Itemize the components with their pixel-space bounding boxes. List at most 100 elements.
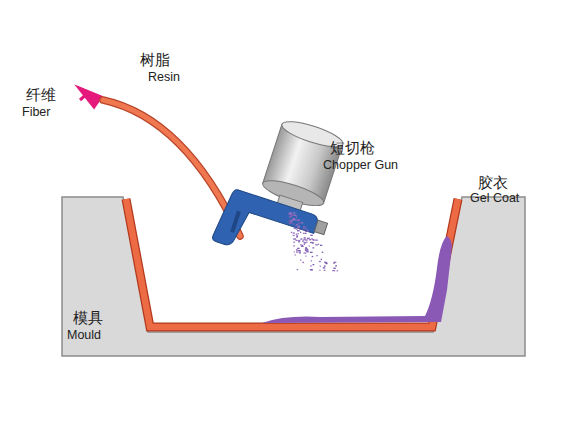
spray-particle (290, 212, 292, 213)
spray-particle (305, 231, 307, 232)
spray-particle (303, 228, 306, 229)
spray-particle (294, 251, 295, 252)
spray-particle (312, 239, 314, 240)
spray-particle (293, 218, 295, 219)
spray-particle (304, 252, 307, 253)
spray-particle (291, 221, 293, 222)
spray-particle (291, 220, 293, 221)
spray-particle (293, 232, 295, 233)
spray-particle (299, 252, 301, 253)
spray-particle (305, 256, 306, 257)
spray-particle (307, 238, 310, 239)
spray-particle (320, 266, 321, 267)
spray-particle (296, 234, 298, 235)
resin-tube (103, 100, 240, 236)
spray-particle (322, 252, 324, 253)
spray-particle (309, 245, 310, 246)
part-label-en: Chopper Gun (323, 159, 398, 173)
spray-particle (289, 223, 292, 224)
spray-particle (304, 244, 305, 245)
spray-particle (293, 219, 296, 220)
spray-particle (297, 269, 299, 270)
spray-particle (333, 262, 335, 263)
part-label-zh: 纤维 (26, 87, 56, 104)
spray-particle (302, 262, 304, 263)
laminate (262, 236, 452, 323)
spray-particle (297, 220, 300, 221)
spray-particle (293, 212, 295, 213)
spray-particle (305, 247, 307, 248)
part-label-zh: 短切枪 (330, 140, 375, 157)
spray-particle (300, 232, 301, 233)
spray-particle (315, 240, 318, 241)
part-label-zh: 树脂 (140, 52, 170, 69)
spray-particle (308, 238, 311, 239)
spray-particle (293, 245, 295, 246)
spray-particle (295, 225, 297, 226)
spray-particle (289, 213, 290, 214)
spray-particle (321, 259, 322, 260)
spray-particle (294, 228, 297, 229)
spray-particle (304, 226, 306, 227)
spray-particle (299, 252, 301, 253)
spray-particle (296, 220, 299, 221)
spray-particle (303, 226, 305, 227)
spray-particle (316, 255, 318, 256)
spray-particle (306, 250, 309, 251)
spray-particle (296, 235, 298, 236)
spray-particle (337, 270, 339, 271)
spray-particle (295, 254, 296, 255)
spray-particle (290, 215, 292, 216)
part-label-zh: 模具 (73, 310, 103, 327)
spray-particle (326, 263, 328, 264)
spray-particle (334, 262, 337, 263)
spray-particle (296, 217, 297, 218)
part-label-en: Mould (67, 329, 101, 343)
spray-particle (310, 265, 312, 266)
spray (288, 212, 338, 271)
spray-particle (304, 233, 306, 234)
spray-particle (333, 268, 336, 269)
resin-tube-edge (103, 100, 240, 236)
spray-particle (296, 251, 298, 252)
spray-particle (312, 247, 314, 248)
spray-particle (300, 244, 302, 245)
spray-particle (303, 233, 304, 234)
fiber-arrow (79, 88, 101, 107)
spray-particle (294, 215, 297, 216)
spray-particle (310, 235, 313, 236)
spray-particle (305, 239, 308, 240)
spray-particle (308, 230, 309, 231)
spray-particle (320, 245, 322, 246)
spray-particle (318, 244, 319, 245)
spray-particle (309, 239, 311, 240)
spray-particle (298, 233, 299, 234)
spray-particle (296, 236, 298, 237)
spray-particle (290, 215, 292, 216)
spray-particle (312, 242, 314, 243)
spray-particle (312, 256, 314, 257)
spray-particle (288, 214, 290, 215)
spray-particle (293, 238, 296, 239)
spray-particle (293, 223, 294, 224)
spray-particle (293, 235, 295, 236)
spray-particle (298, 240, 301, 241)
spray-particle (305, 249, 306, 250)
spray-particle (297, 236, 298, 237)
spray-particle (310, 252, 313, 253)
spray-particle (324, 262, 326, 263)
spray-particle (306, 228, 307, 229)
spray-particle (313, 239, 315, 240)
spray-particle (304, 237, 306, 238)
spray-particle (298, 241, 300, 242)
spray-particle (319, 261, 321, 262)
spray-particle (306, 241, 307, 242)
part-label-en: Resin (148, 71, 180, 85)
spray-particle (324, 270, 326, 271)
spray-particle (296, 249, 298, 250)
spray-particle (300, 259, 301, 260)
spray-particle (297, 227, 298, 228)
spray-particle (323, 267, 326, 268)
spray-particle (296, 249, 297, 250)
